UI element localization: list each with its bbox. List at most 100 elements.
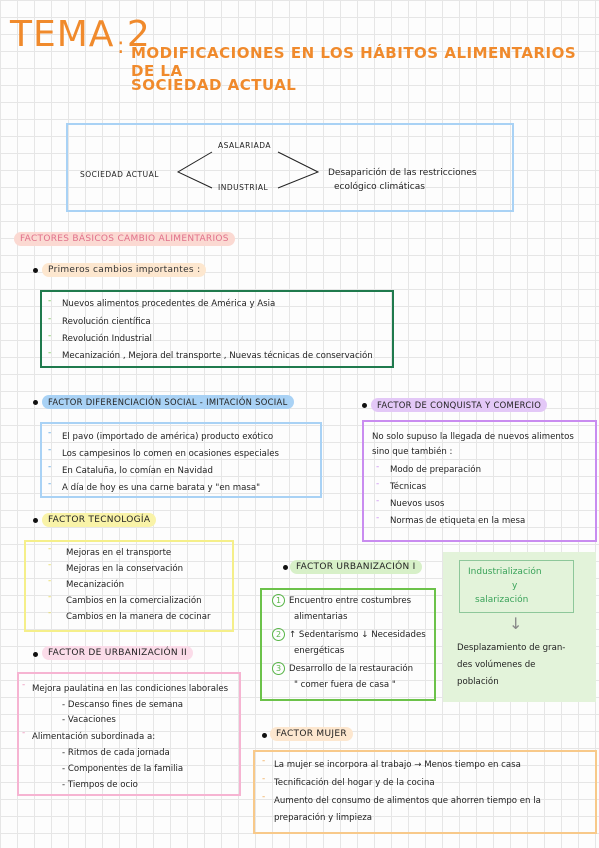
tecnologia-box: [24, 540, 234, 632]
dash: -: [22, 728, 26, 738]
urbanizacion2-item1: Mejora paulatina en las condiciones labo…: [32, 684, 229, 694]
society-diagram-box: [66, 123, 514, 212]
diagram-right-1: Desaparición de las restricciones: [328, 168, 477, 178]
dash: -: [48, 296, 52, 306]
dash: -: [48, 331, 52, 341]
tecnologia-item: Cambios en la manera de cocinar: [66, 612, 211, 622]
tema-title: TEMA 2: [10, 14, 151, 55]
diagram-bottom: INDUSTRIAL: [218, 183, 269, 192]
diferenciacion-box: [40, 422, 322, 498]
urbanizacion1-box: [260, 588, 436, 701]
diferenciacion-item: El pavo (importado de américa) producto …: [62, 432, 274, 442]
number-1-icon: 1: [272, 594, 285, 607]
dash: -: [376, 496, 380, 506]
dash: -: [48, 314, 52, 324]
diferenciacion-item: En Cataluña, lo comían en Navidad: [62, 466, 213, 476]
conquista-item: Técnicas: [390, 482, 427, 492]
urbanizacion2-sub: - Tiempos de ocio: [62, 780, 138, 790]
dash: -: [262, 756, 266, 766]
diferenciacion-item: A día de hoy es una carne barata y "en m…: [62, 483, 261, 493]
urbanizacion2-heading: FACTOR DE URBANIZACIÓN II: [42, 646, 193, 660]
diagram-left: SOCIEDAD ACTUAL: [80, 170, 159, 179]
diagram-right-2: ecológico climáticas: [334, 182, 425, 192]
conquista-intro-2: sino que también :: [372, 447, 453, 457]
industrializacion-line1: Industrialización: [468, 567, 542, 577]
dash: -: [376, 479, 380, 489]
section-main-heading: FACTORES BÁSICOS CAMBIO ALIMENTARIOS: [14, 232, 235, 246]
industrializacion-line3: salarización: [475, 595, 529, 605]
dash: -: [48, 479, 52, 489]
industrializacion-line2: y: [512, 581, 518, 591]
urbanizacion2-item2: Alimentación subordinada a:: [32, 732, 156, 742]
urbanizacion1-item-cont: energéticas: [294, 646, 345, 656]
industrializacion-panel: [443, 552, 596, 702]
dash: -: [262, 774, 266, 784]
diagram-arrows: [176, 151, 320, 189]
tecnologia-item: Mejoras en la conservación: [66, 564, 184, 574]
tecnologia-item: Mejoras en el transporte: [66, 548, 172, 558]
primeros-item: Mecanización , Mejora del transporte , N…: [62, 351, 373, 361]
urbanizacion1-item: 2↑ Sedentarismo ↓ Necesidades: [272, 628, 426, 641]
mujer-item: Tecnificación del hogar y de la cocina: [274, 778, 435, 788]
conquista-item: Modo de preparación: [390, 465, 482, 475]
primeros-heading: Primeros cambios importantes :: [42, 263, 207, 277]
dash: -: [262, 792, 266, 802]
dash: -: [48, 592, 52, 602]
dash: -: [48, 462, 52, 472]
conquista-intro-1: No solo supuso la llegada de nuevos alim…: [372, 432, 574, 442]
dash: -: [48, 544, 52, 554]
bullet: [33, 400, 38, 405]
urbanizacion2-sub: - Componentes de la familia: [62, 764, 184, 774]
urbanizacion2-sub: - Ritmos de cada jornada: [62, 748, 170, 758]
dash: -: [376, 513, 380, 523]
conquista-item: Normas de etiqueta en la mesa: [390, 516, 526, 526]
dash: -: [376, 462, 380, 472]
tecnologia-item: Cambios en la comercialización: [66, 596, 202, 606]
urbanizacion2-box: [17, 672, 241, 796]
dash: -: [22, 680, 26, 690]
conquista-item: Nuevos usos: [390, 499, 445, 509]
urbanizacion2-sub: - Descanso fines de semana: [62, 700, 184, 710]
industrializacion-result-1: Desplazamiento de gran-: [457, 643, 566, 653]
urbanizacion2-sub: - Vacaciones: [62, 715, 116, 725]
tecnologia-item: Mecanización: [66, 580, 125, 590]
bullet: [33, 652, 38, 657]
industrializacion-result-2: des volúmenes de: [457, 660, 536, 670]
diferenciacion-item: Los campesinos lo comen en ocasiones esp…: [62, 449, 280, 459]
number-3-icon: 3: [272, 662, 285, 675]
urbanizacion1-item-cont: alimentarias: [294, 612, 348, 622]
dash: -: [48, 428, 52, 438]
primeros-item: Revolución Industrial: [62, 334, 152, 344]
title-line1: MODIFICACIONES EN LOS HÁBITOS ALIMENTARI…: [131, 44, 577, 80]
bullet: [262, 733, 267, 738]
primeros-item: Nuevos alimentos procedentes de América …: [62, 299, 276, 309]
dash: -: [48, 445, 52, 455]
urbanizacion1-item-cont: " comer fuera de casa ": [294, 680, 396, 690]
dash: -: [48, 348, 52, 358]
mujer-item: La mujer se incorpora al trabajo → Menos…: [274, 760, 521, 770]
conquista-heading: FACTOR DE CONQUISTA Y COMERCIO: [371, 398, 548, 412]
industrializacion-result-3: población: [457, 677, 499, 687]
dash: -: [48, 576, 52, 586]
bullet: [33, 518, 38, 523]
bullet: [33, 268, 38, 273]
diagram-top: ASALARIADA: [218, 141, 271, 150]
dash: -: [48, 608, 52, 618]
bullet: [283, 565, 288, 570]
mujer-box: [253, 750, 597, 834]
primeros-box: [40, 290, 394, 368]
tecnologia-heading: FACTOR TECNOLOGÍA: [42, 513, 157, 527]
down-arrow-icon: ↓: [509, 614, 523, 633]
mujer-heading: FACTOR MUJER: [270, 727, 353, 741]
bullet: [362, 403, 367, 408]
conquista-box: [362, 420, 597, 542]
title-colon: :: [117, 34, 125, 59]
dash: -: [48, 560, 52, 570]
industrializacion-box: [459, 560, 574, 613]
mujer-item-cont: preparación y limpieza: [274, 813, 373, 823]
title-line2: SOCIEDAD ACTUAL: [131, 76, 297, 94]
urbanizacion1-heading: FACTOR URBANIZACIÓN I: [290, 560, 422, 574]
primeros-item: Revolución científica: [62, 317, 151, 327]
